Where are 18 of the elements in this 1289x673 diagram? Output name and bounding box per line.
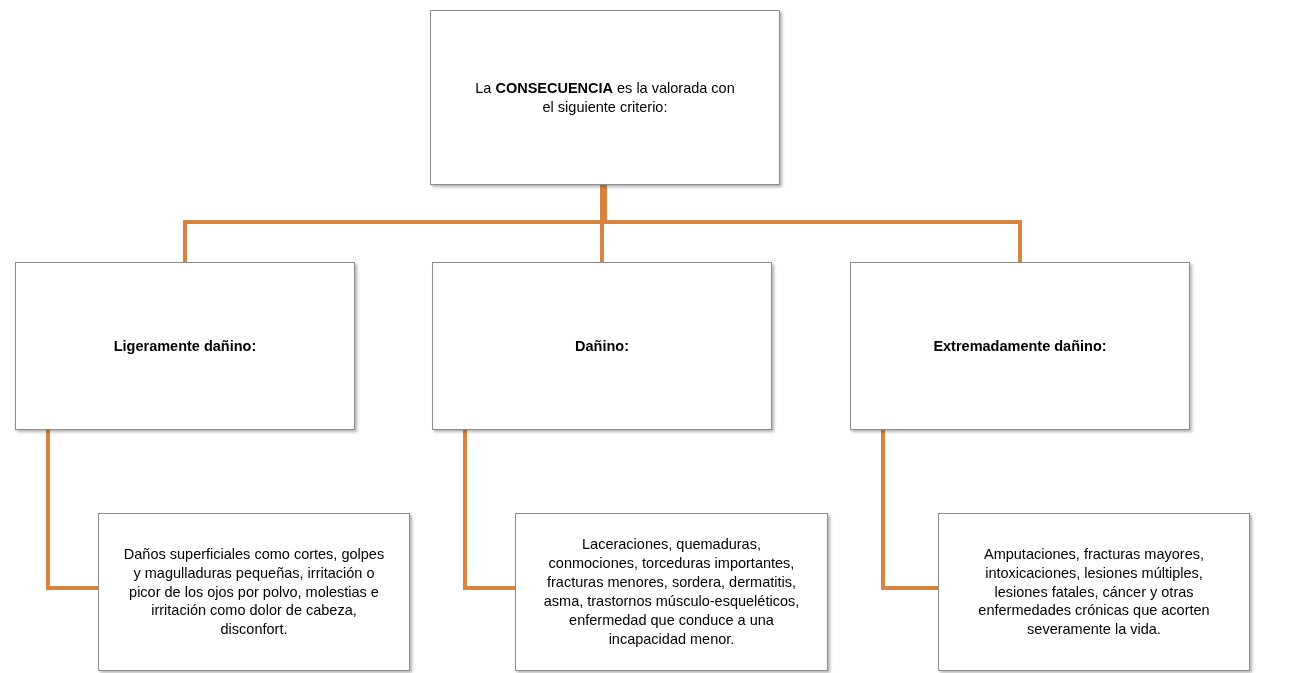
connector-line <box>600 185 604 262</box>
connector-line <box>463 430 515 590</box>
box-text: Amputaciones, fracturas mayores, intoxicaciones, lesiones múltiples, lesiones fatales, cáncer y otras enfermedades crónicas que acorten severamente la vida. <box>977 544 1211 640</box>
box-heading: Ligeramente dañino: <box>113 336 257 356</box>
text-box <box>938 513 1250 671</box>
text-box <box>98 513 410 671</box>
connector-line <box>46 430 98 590</box>
box-heading: Extremadamente dañino: <box>933 336 1107 356</box>
text-box <box>430 10 780 185</box>
box-text: Daños superficiales como cortes, golpes y magulladuras pequeñas, irritación o picor de los ojos por polvo, molestias e irritación como dolor de cabeza, disconfort. <box>122 544 386 640</box>
text-box <box>15 262 355 430</box>
box-text: Laceraciones, quemaduras, conmociones, torceduras importantes, fracturas menores, sordera, dermatitis, asma, trastornos músculo-esqueléticos, enfermedad que conduce a una incapacidad menor. <box>542 535 801 649</box>
connector-line <box>881 430 938 590</box>
text-box <box>515 513 828 671</box>
text-box <box>432 262 772 430</box>
text-box <box>850 262 1190 430</box>
box-heading: Dañino: <box>575 336 629 356</box>
box-text: La CONSECUENCIA es la valorada con el siguiente criterio: <box>474 78 736 117</box>
